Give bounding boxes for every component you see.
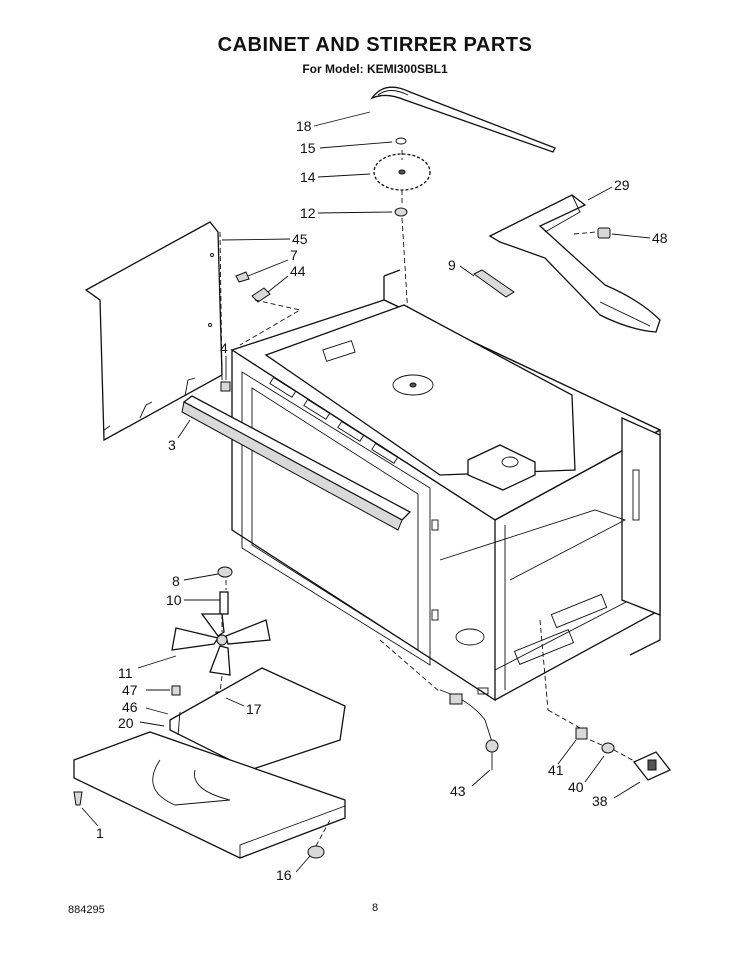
callout-1: 1 (96, 825, 104, 841)
callout-40: 40 (568, 779, 584, 795)
part-20-base-plate (73, 731, 346, 859)
callout-9: 9 (448, 257, 456, 273)
callout-47: 47 (122, 682, 138, 698)
callout-20: 20 (118, 715, 134, 731)
part-40-washer (601, 742, 615, 754)
part-16-foot (307, 845, 325, 859)
part-15-clip (395, 137, 407, 145)
part-43-harness (439, 689, 499, 770)
callout-10: 10 (166, 592, 182, 608)
page-title: CABINET AND STIRRER PARTS (217, 34, 533, 56)
part-12-bushing (394, 207, 408, 217)
model-line: For Model: KEMI300SBL1 (302, 62, 448, 76)
callout-17: 17 (246, 701, 262, 717)
callout-44: 44 (290, 263, 306, 279)
callout-48: 48 (652, 230, 668, 246)
callout-15: 15 (300, 140, 316, 156)
part-3-trim-strip (181, 395, 412, 531)
callout-43: 43 (450, 783, 466, 799)
callout-12: 12 (300, 205, 316, 221)
callout-18: 18 (296, 118, 312, 134)
part-41-nut (575, 727, 588, 740)
callout-45: 45 (292, 231, 308, 247)
part-38-switch (632, 751, 672, 781)
callout-46: 46 (122, 699, 138, 715)
callout-4: 4 (220, 340, 228, 356)
part-48-plug (597, 227, 611, 239)
callout-41: 41 (548, 762, 564, 778)
part-46-air-guide (169, 667, 346, 771)
callout-3: 3 (168, 437, 176, 453)
callout-38: 38 (592, 793, 608, 809)
callout-16: 16 (276, 867, 292, 883)
part-44-latch (251, 287, 271, 303)
cabinet-body (230, 269, 662, 702)
page-number: 8 (372, 902, 379, 914)
callout-7: 7 (290, 247, 298, 263)
part-9-bracket (473, 269, 515, 298)
part-29-duct (488, 194, 661, 333)
part-47-screw (171, 685, 181, 696)
callout-11: 11 (118, 665, 133, 681)
part-7-screw (235, 271, 250, 283)
part-1-screw (73, 791, 83, 806)
callout-29: 29 (614, 177, 630, 193)
part-4-nut (220, 381, 231, 392)
callout-8: 8 (172, 573, 180, 589)
callout-14: 14 (300, 169, 316, 185)
part-10-shaft (219, 591, 229, 615)
leader-lines (81, 111, 651, 873)
part-8-motor-coupling (217, 566, 233, 578)
part-45-side-panel (84, 221, 223, 442)
document-number: 884295 (68, 904, 105, 916)
part-18-stirrer-cover (370, 86, 556, 153)
part-11-fan-blade (171, 613, 271, 676)
